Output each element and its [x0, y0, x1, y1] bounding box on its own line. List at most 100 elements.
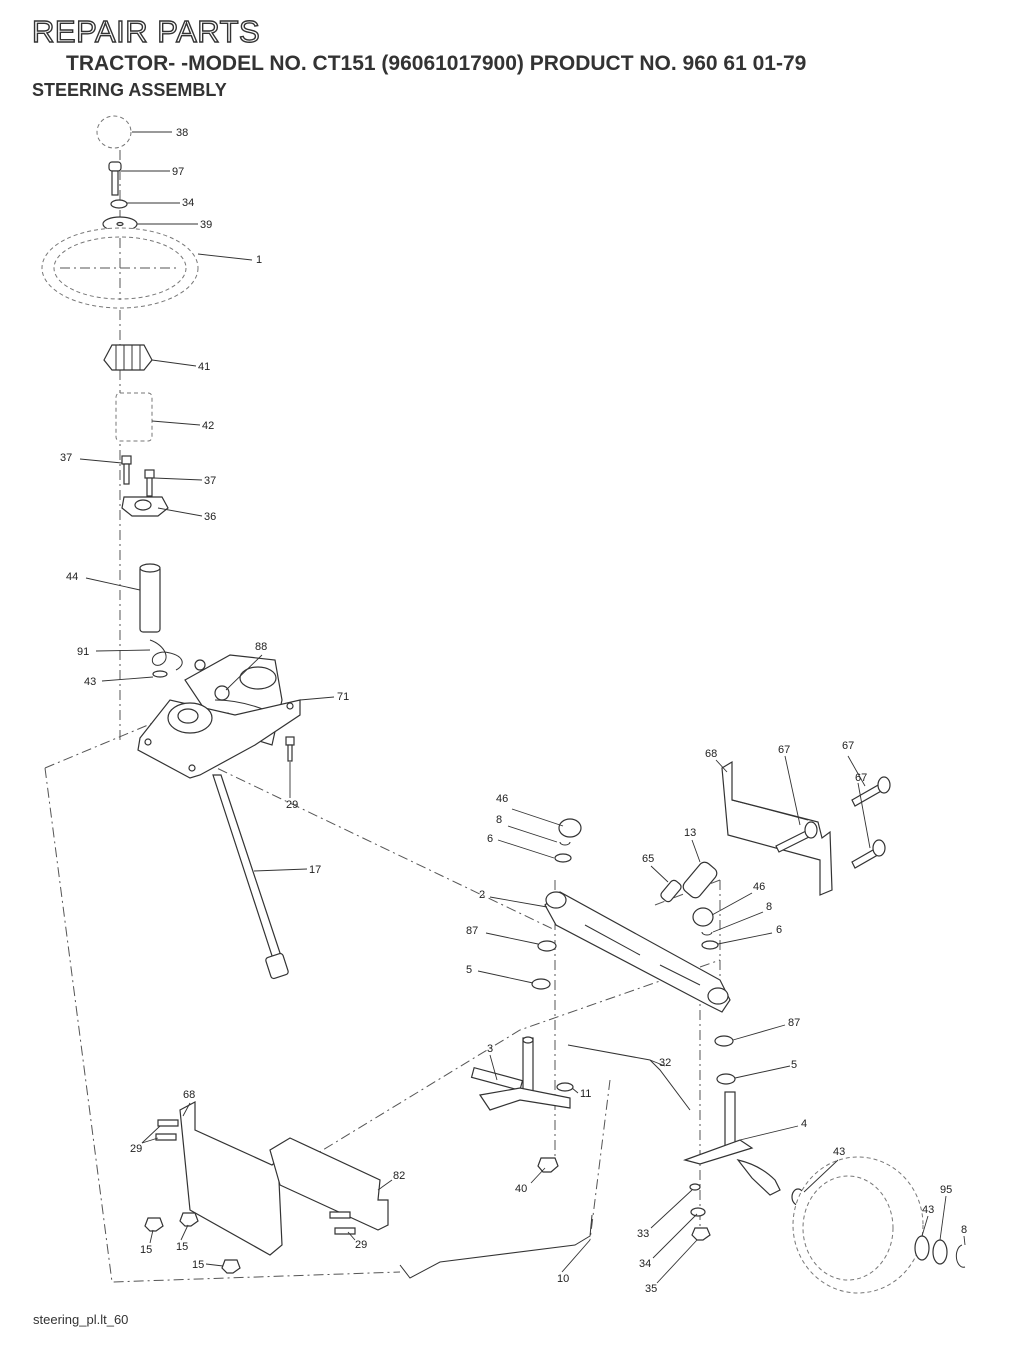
- part-nuts-15: [144, 1212, 241, 1274]
- callout: 5: [466, 964, 472, 976]
- part-shaft-44: [139, 563, 161, 633]
- callout: 8: [961, 1224, 967, 1236]
- callout: 11: [580, 1088, 591, 1100]
- callout: 17: [309, 864, 321, 876]
- part-washer-43-wheel: [914, 1235, 930, 1261]
- callout: 35: [645, 1283, 657, 1295]
- part-spacer-87-right: [714, 1035, 734, 1047]
- part-wheel: [792, 1156, 924, 1294]
- part-washer-5-right: [716, 1073, 736, 1085]
- part-clip-8-wheel: [955, 1244, 966, 1268]
- part-drag-link-10: [399, 1214, 593, 1279]
- callout: 5: [791, 1059, 797, 1071]
- section-title: STEERING ASSEMBLY: [32, 80, 227, 100]
- callout: 67: [855, 772, 867, 784]
- part-front-axle-2: [544, 891, 731, 1013]
- part-pin-65: [660, 879, 682, 903]
- callout: 40: [515, 1183, 527, 1195]
- callout: 67: [842, 740, 854, 752]
- callout: 13: [684, 827, 696, 839]
- callout: 68: [183, 1089, 195, 1101]
- part-11: [556, 1082, 574, 1092]
- part-steering-wheel-1: [41, 227, 199, 309]
- callout: 68: [705, 748, 717, 760]
- callout: 15: [176, 1241, 188, 1253]
- callout: 91: [77, 646, 89, 658]
- callout: 34: [182, 197, 194, 209]
- callout: 6: [487, 833, 493, 845]
- callout: 65: [642, 853, 654, 865]
- callout: 1: [256, 254, 262, 266]
- callout: 15: [192, 1259, 204, 1271]
- part-steering-base-plate: [137, 699, 301, 779]
- part-bolts-67: [775, 776, 891, 869]
- part-bolt-97: [108, 161, 122, 196]
- part-nut-35: [691, 1227, 711, 1241]
- part-spacer-87-left: [537, 940, 557, 952]
- callout: 34: [639, 1258, 651, 1270]
- part-washer-95: [932, 1239, 948, 1265]
- part-flange-36: [121, 496, 169, 517]
- callout: 37: [204, 475, 216, 487]
- part-lock-washer-34: [110, 199, 128, 209]
- callout: 29: [286, 799, 298, 811]
- callout: 15: [140, 1244, 152, 1256]
- callout: 46: [753, 881, 765, 893]
- part-washer-43: [152, 670, 168, 678]
- part-tie-rod-32: [567, 1044, 691, 1111]
- part-nut-40: [537, 1157, 559, 1173]
- callout: 82: [393, 1170, 405, 1182]
- page-title: REPAIR PARTS: [31, 13, 261, 49]
- callout: 71: [337, 691, 349, 703]
- part-cap-38: [96, 115, 132, 149]
- callout: 2: [479, 889, 485, 901]
- part-steering-shaft-17: [212, 774, 289, 980]
- callout: 29: [130, 1143, 142, 1155]
- callout: 41: [198, 361, 210, 373]
- callout: 46: [496, 793, 508, 805]
- part-bushing-42: [115, 392, 153, 442]
- leader-lines: [79, 131, 966, 1284]
- part-washer-5-left: [531, 978, 551, 990]
- part-bracket-68-lower: [179, 1101, 283, 1256]
- callout: 38: [176, 127, 188, 139]
- file-reference: steering_pl.lt_60: [33, 1312, 129, 1327]
- callout: 67: [778, 744, 790, 756]
- part-cap-46-left: [554, 818, 582, 863]
- callout: 32: [659, 1057, 671, 1069]
- callout: 97: [172, 166, 184, 178]
- callout: 43: [922, 1204, 934, 1216]
- callout: 43: [833, 1146, 845, 1158]
- model-line: TRACTOR- -MODEL NO. CT151 (96061017900) …: [66, 52, 807, 75]
- part-cap-46-right: [692, 907, 719, 950]
- part-bracket-82: [269, 1137, 389, 1231]
- part-33: [689, 1183, 701, 1191]
- part-bracket-68-upper: [721, 760, 833, 896]
- callout: 43: [84, 676, 96, 688]
- callout: 44: [66, 571, 78, 583]
- part-adapter-41: [103, 344, 153, 371]
- centerlines: [44, 150, 721, 1283]
- part-bushing-13: [682, 861, 718, 899]
- callout: 42: [202, 420, 214, 432]
- callout: 88: [255, 641, 267, 653]
- callout: 39: [200, 219, 212, 231]
- part-bolt-29: [285, 736, 295, 762]
- callout: 33: [637, 1228, 649, 1240]
- callout: 6: [776, 924, 782, 936]
- part-clip-91: [149, 639, 183, 671]
- callout: 29: [355, 1239, 367, 1251]
- callout: 36: [204, 511, 216, 523]
- callout: 10: [557, 1273, 569, 1285]
- part-34: [690, 1207, 706, 1217]
- part-spindle-4: [683, 1091, 781, 1196]
- callout: 8: [496, 814, 502, 826]
- callout-labels: 38 97 34 39 1 41 42 37 37 36 44 91 88 43…: [60, 127, 967, 1295]
- callout: 95: [940, 1184, 952, 1196]
- callout: 87: [788, 1017, 800, 1029]
- callout: 87: [466, 925, 478, 937]
- callout: 8: [766, 901, 772, 913]
- part-bolts-29-lower: [155, 1119, 356, 1235]
- callout: 4: [801, 1118, 807, 1130]
